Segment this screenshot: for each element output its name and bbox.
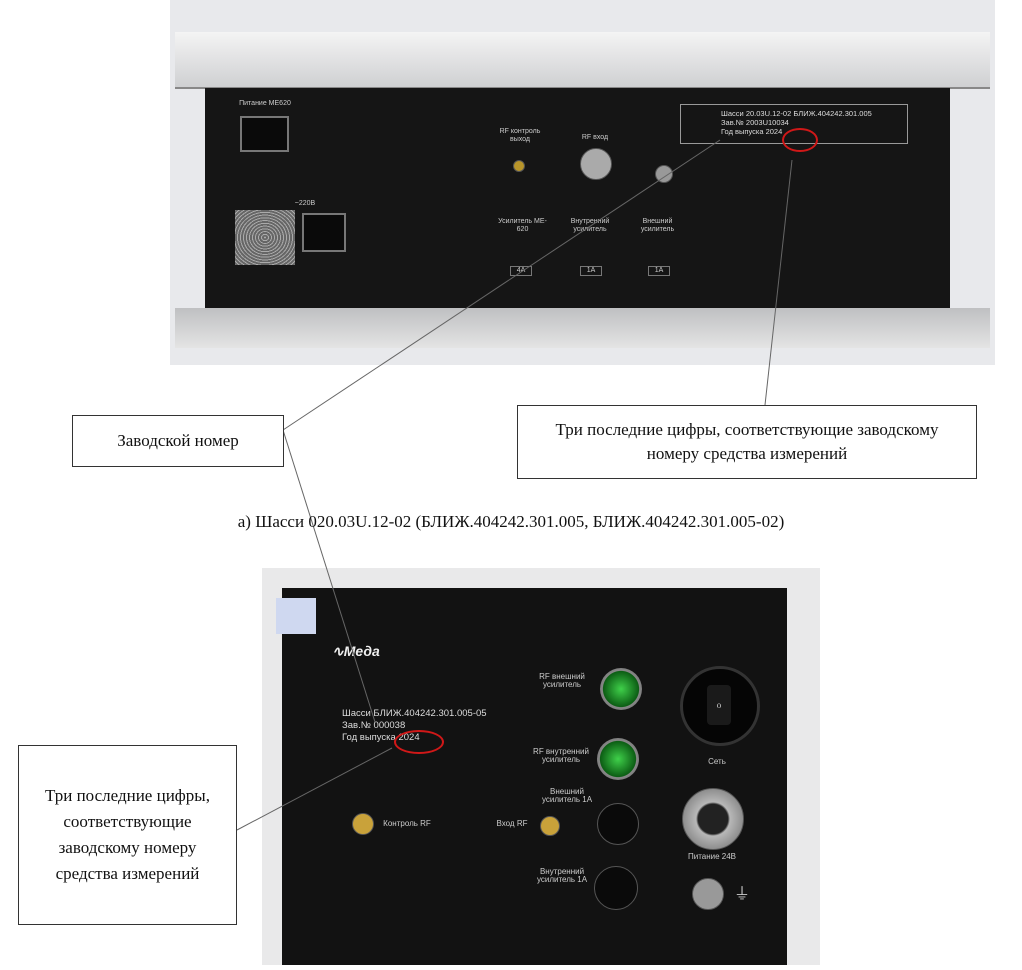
internal-amp-label: Внутренний усилитель bbox=[570, 218, 610, 233]
external-amp-label: Внешний усилитель bbox=[640, 218, 675, 233]
plate-line-1: Шасси 20.03U.12-02 БЛИЖ.404242.301.005 bbox=[721, 109, 872, 118]
switch-label: Сеть bbox=[708, 757, 726, 766]
front-panel: ∿Меда Шасси БЛИЖ.404242.301.005-05 Зав.№… bbox=[276, 588, 787, 965]
ext-amp-fuse-label: Внешний усилитель 1А bbox=[541, 787, 593, 804]
rf-control-label: Контроль RF bbox=[383, 819, 431, 828]
rf-input-connector bbox=[540, 816, 560, 836]
serial-pointer-top bbox=[282, 139, 721, 431]
ground-terminal bbox=[692, 878, 724, 910]
mains-socket bbox=[302, 213, 346, 252]
chassis-base bbox=[175, 308, 990, 348]
highlight-circle bbox=[782, 128, 818, 152]
rf-control-connector bbox=[513, 160, 525, 172]
fuse-2: 1A bbox=[580, 266, 602, 276]
ground-icon: ⏚ bbox=[734, 886, 751, 903]
fan-grille bbox=[235, 210, 295, 265]
fuse-1: 4A bbox=[510, 266, 532, 276]
amp-label: Усилитель ME-620 bbox=[498, 218, 547, 233]
digits-pointer-top bbox=[764, 159, 793, 406]
highlight-circle bbox=[394, 730, 444, 754]
connector bbox=[655, 165, 673, 183]
plate-line-3: Год выпуска 2024 bbox=[721, 127, 901, 136]
rear-panel: Питание ME620 ~220В RF контроль выход RF… bbox=[205, 88, 950, 308]
top-chassis-photo: Питание ME620 ~220В RF контроль выход RF… bbox=[170, 0, 995, 365]
plate-line-1: Шасси БЛИЖ.404242.301.005-05 bbox=[342, 708, 487, 719]
rf-ext-label: RF внешний усилитель bbox=[539, 672, 585, 689]
digits-pointer-bottom bbox=[236, 747, 393, 831]
plate-line-2: Зав.№ 000038 bbox=[342, 720, 406, 731]
mains-label: ~220В bbox=[294, 200, 316, 207]
rf-control-connector bbox=[352, 813, 374, 835]
power-label: Питание ME620 bbox=[239, 100, 291, 107]
ext-fuse-holder bbox=[597, 803, 639, 845]
callout-last-digits-bottom: Три последние цифры, соответствующие зав… bbox=[18, 745, 237, 925]
year-prefix: Год выпуска bbox=[342, 732, 396, 743]
int-fuse-holder bbox=[594, 866, 638, 910]
callout-serial-number: Заводской номер bbox=[72, 415, 284, 467]
power-switch: o bbox=[680, 666, 760, 746]
bottom-chassis-photo: ∿Меда Шасси БЛИЖ.404242.301.005-05 Зав.№… bbox=[262, 568, 820, 965]
fuse-3: 1A bbox=[648, 266, 670, 276]
rf-ext-indicator bbox=[600, 668, 642, 710]
plate-line-2: Зав.№ 2003U10034 bbox=[721, 118, 789, 127]
rf-input-label: Вход RF bbox=[496, 819, 528, 828]
rf-int-label: RF внутренний усилитель bbox=[533, 747, 589, 764]
rf-input-connector bbox=[580, 148, 612, 180]
int-amp-fuse-label: Внутренний усилитель 1А bbox=[536, 867, 588, 884]
switch-rocker: o bbox=[707, 685, 731, 725]
rf-int-indicator bbox=[597, 738, 639, 780]
power-socket bbox=[240, 116, 289, 152]
callout-last-digits-top: Три последние цифры, соответствующие зав… bbox=[517, 405, 977, 479]
rf-control-label: RF контроль выход bbox=[499, 128, 541, 143]
figure-caption: а) Шасси 020.03U.12-02 (БЛИЖ.404242.301.… bbox=[237, 512, 785, 531]
power-connector bbox=[682, 788, 744, 850]
year-prefix: Год выпуска bbox=[721, 127, 764, 136]
logo: ∿Меда bbox=[332, 643, 380, 659]
power-label: Питание 24В bbox=[687, 852, 737, 861]
sticker bbox=[276, 598, 316, 634]
plate-year: 2024 bbox=[765, 127, 783, 136]
serial-pointer-bottom bbox=[282, 429, 376, 723]
rf-input-label: RF вход bbox=[581, 134, 609, 141]
